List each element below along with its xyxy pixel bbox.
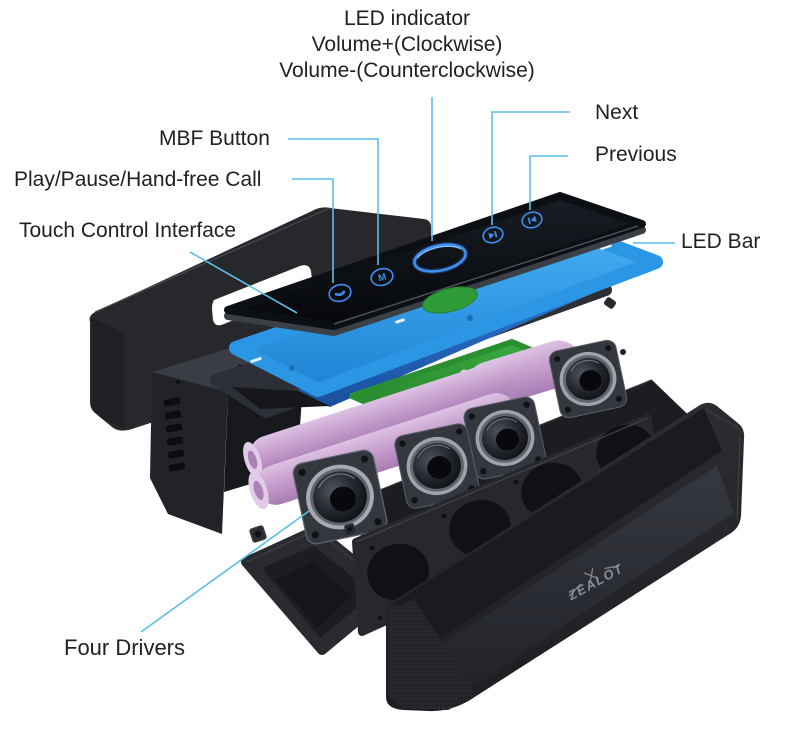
driver [394,423,480,509]
previous-leader-line [529,155,568,210]
four-drivers [292,339,628,545]
small-hardware [249,297,626,543]
leader-lines [140,97,675,633]
touch-panel-icons: M [328,211,543,303]
logo-wings-icon [568,565,620,597]
label-next: Next [595,101,639,124]
label-previous: Previous [595,143,677,166]
back-shell-top-edge [94,207,331,313]
label-four-drivers: Four Drivers [64,635,186,660]
label-touch-control-interface: Touch Control Interface [19,219,237,242]
label-led-indicator-line3: Volume-(Counterclockwise) [279,59,535,82]
square-nut [249,525,267,543]
driver [548,339,628,419]
vent-slots [163,397,186,472]
label-mbf-button: MBF Button [159,127,270,150]
green-led-diffuser [422,286,478,314]
back-shell-left-wall [92,318,124,428]
mbf-leader-line [288,138,379,265]
mbf-icon: M [370,267,394,287]
four-drivers-leader-line [140,510,310,633]
label-play-pause-call: Play/Pause/Hand-free Call [14,168,262,191]
label-led-bar: LED Bar [681,230,761,253]
screw [603,297,617,309]
label-led-indicator-line1: LED indicator [343,7,471,30]
play-pause-leader-line [292,178,334,283]
square-nut [344,523,356,535]
front-shell: ZEALOT [386,402,745,712]
led-bar-marks [250,244,612,363]
play-pause-call-icon [328,283,352,303]
battery-cell [243,362,513,478]
screw [620,349,626,355]
driver [463,396,547,480]
volume-ring-icon [411,242,469,274]
mbf-glyph: M [377,272,388,285]
driver [292,449,388,545]
grille-mesh-band [388,599,476,710]
next-icon [482,226,504,244]
label-led-indicator: LED indicator Volume+(Clockwise) Volume-… [207,6,607,84]
touch-control-leader-line [189,251,298,314]
label-led-indicator-line2: Volume+(Clockwise) [311,33,503,56]
previous-icon [521,211,543,229]
next-leader-line [491,111,570,225]
